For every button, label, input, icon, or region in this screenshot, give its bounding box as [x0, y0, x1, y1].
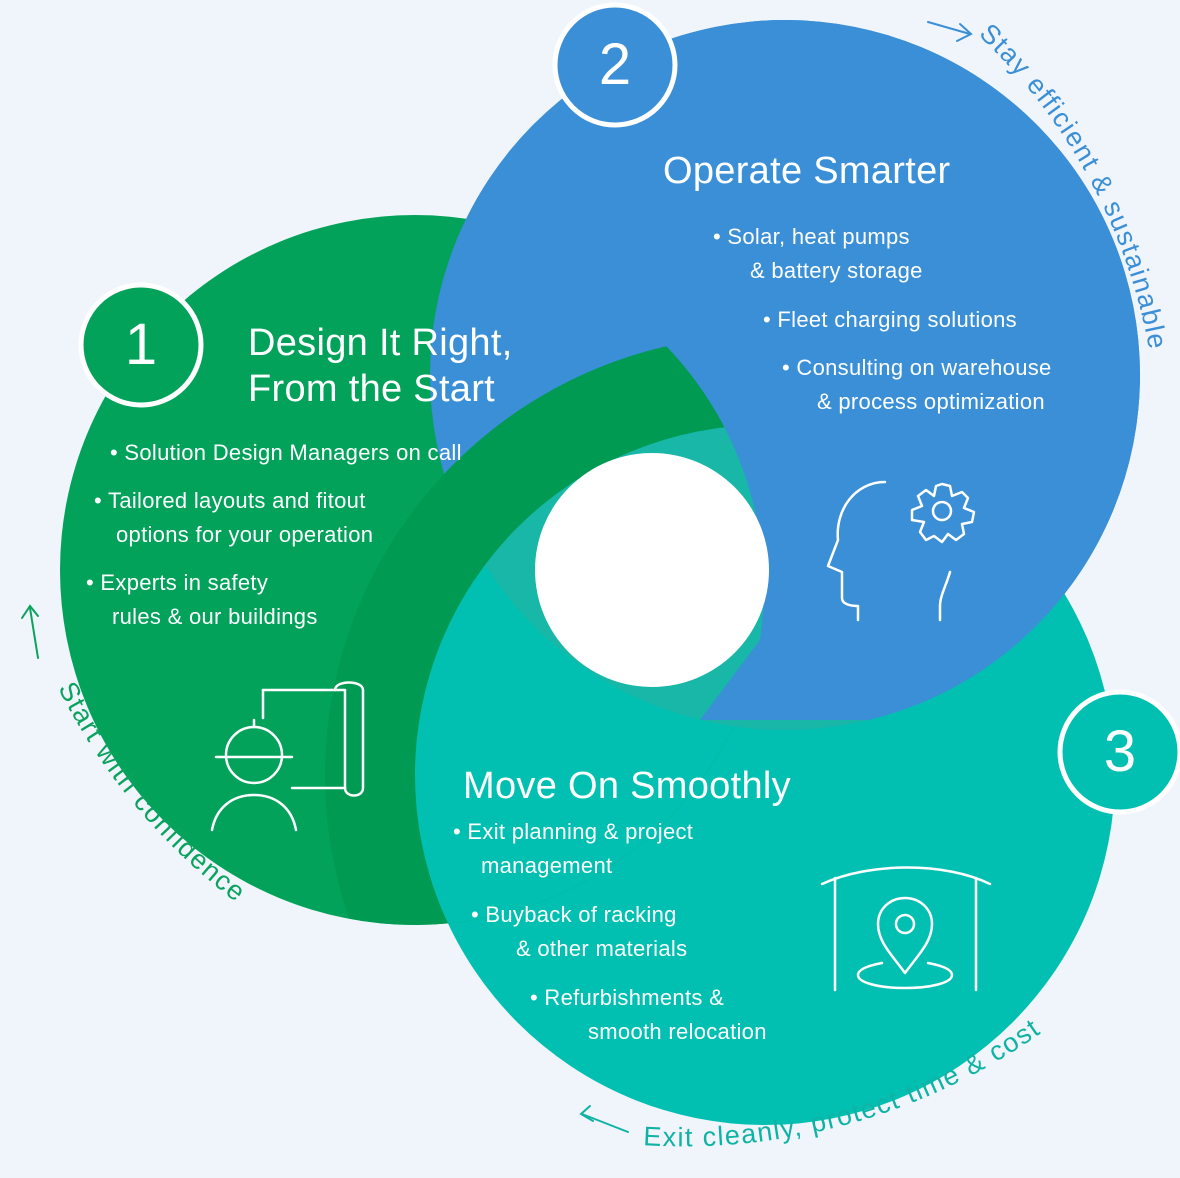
stage-3-bullet-2: • Buyback of racking	[471, 902, 677, 927]
stage-3-bullet-2-cont: & other materials	[516, 936, 688, 961]
badge-3-circle	[1057, 689, 1180, 815]
stage-3-bullet-1: • Exit planning & project	[453, 819, 694, 844]
stage-1-title-line-2: From the Start	[248, 368, 496, 410]
badge-2-circle	[552, 2, 678, 128]
stage-1-bullet-3: • Experts in safety	[86, 570, 269, 595]
stage-1-bullet-3-cont: rules & our buildings	[112, 604, 318, 629]
engineer-blueprint-icon	[210, 681, 365, 832]
stage-3-bullet-3-cont: smooth relocation	[588, 1019, 767, 1044]
arrow-icon-bottom	[579, 1105, 629, 1133]
badge-2-number: 2	[598, 32, 632, 97]
stage-1-bullet-2: • Tailored layouts and fitout	[94, 488, 366, 513]
badge-1-circle	[78, 282, 204, 408]
stage-3-title: Move On Smoothly	[463, 765, 791, 807]
stage-2-title: Operate Smarter	[663, 150, 951, 192]
head-gear-icon	[826, 480, 976, 622]
stage-3-bullet-1-cont: management	[481, 853, 613, 878]
stage-1-bullet-1: • Solution Design Managers on call	[110, 440, 462, 465]
stage-1-bullet-2-cont: options for your operation	[116, 522, 374, 547]
arrow-icon-left	[21, 604, 39, 659]
badge-1-number: 1	[124, 312, 158, 377]
stage-2-bullet-2: • Fleet charging solutions	[763, 307, 1017, 332]
warehouse-location-pin-icon	[820, 866, 992, 992]
stage-2-bullet-3-cont: & process optimization	[817, 389, 1045, 414]
stage-3-bullet-3: • Refurbishments &	[530, 985, 725, 1010]
stage-2-bullet-3: • Consulting on warehouse	[782, 355, 1052, 380]
stage-2-bullet-1-cont: & battery storage	[750, 258, 923, 283]
center-hole	[535, 453, 769, 687]
stage-1-title-line-1: Design It Right,	[248, 322, 513, 364]
arrow-icon-top	[927, 21, 973, 42]
stage-2-bullet-1: • Solar, heat pumps	[713, 224, 910, 249]
badge-3-number: 3	[1103, 719, 1137, 784]
